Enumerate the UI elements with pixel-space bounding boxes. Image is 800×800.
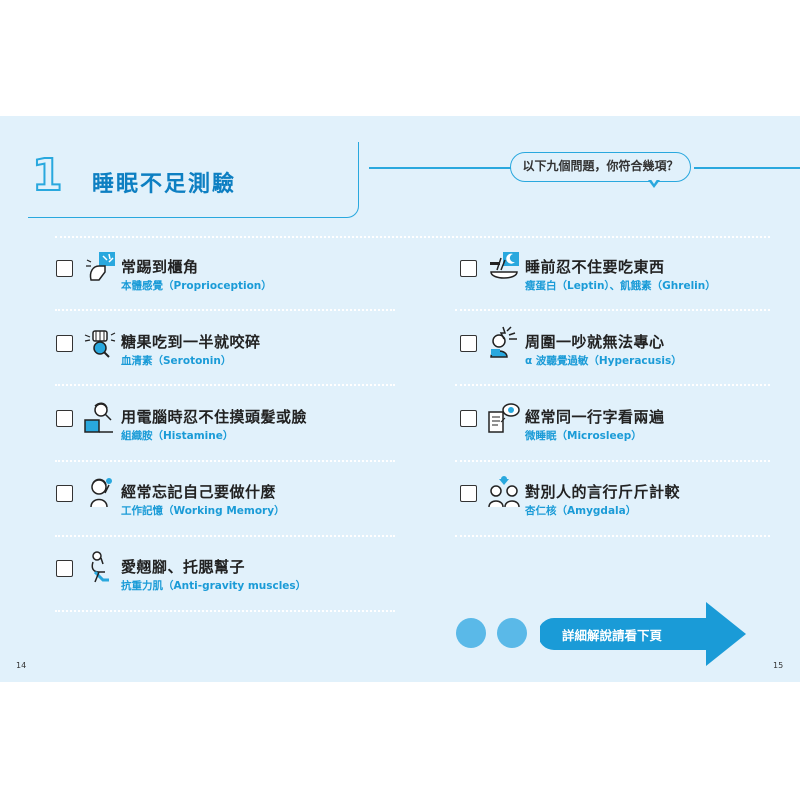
dotted-separator xyxy=(55,309,395,311)
page-title: 睡眠不足測驗 xyxy=(92,172,237,197)
page-number-right: 15 xyxy=(773,661,784,670)
checklist-item: 經常同一行字看兩遍 微睡眠（Microsleep） xyxy=(460,403,780,450)
divider-line xyxy=(369,167,511,169)
item-title: 用電腦時忍不住摸頭髮或臉 xyxy=(121,408,308,426)
checklist-item: 愛翹腳、托腮幫子 抗重力肌（Anti-gravity muscles） xyxy=(56,551,396,600)
crossed-legs-icon xyxy=(91,551,109,583)
toe-stub-icon xyxy=(86,252,115,281)
candy-bite-icon xyxy=(84,330,116,358)
question-bubble: 以下九個問題，你符合幾項？ xyxy=(510,152,691,182)
page-number-left: 14 xyxy=(16,661,27,670)
item-title: 對別人的言行斤斤計較 xyxy=(525,483,681,501)
item-subtitle: 本體感覺（Proprioception） xyxy=(121,280,272,292)
item-title: 常踢到櫃角 xyxy=(121,258,199,276)
forgetful-icon xyxy=(90,478,112,508)
checkbox[interactable] xyxy=(460,410,477,427)
checkbox[interactable] xyxy=(460,260,477,277)
item-subtitle: α 波聽覺過敏（Hyperacusis） xyxy=(525,355,682,367)
title-frame xyxy=(28,142,359,218)
checklist-item: 糖果吃到一半就咬碎 血清素（Serotonin） xyxy=(56,330,396,375)
decorative-dot xyxy=(456,618,486,648)
checklist-item: 經常忘記自己要做什麼 工作記憶（Working Memory） xyxy=(56,478,396,525)
item-subtitle: 工作記憶（Working Memory） xyxy=(121,505,285,517)
checklist-item: 對別人的言行斤斤計較 杏仁核（Amygdala） xyxy=(460,476,780,525)
checklist-item: 用電腦時忍不住摸頭髮或臉 組織胺（Histamine） xyxy=(56,402,396,450)
dotted-separator xyxy=(455,535,770,537)
reading-eye-icon xyxy=(488,403,520,433)
item-subtitle: 組織胺（Histamine） xyxy=(121,430,234,442)
checkbox[interactable] xyxy=(56,485,73,502)
dotted-separator xyxy=(455,384,770,386)
item-title: 經常忘記自己要做什麼 xyxy=(121,483,277,501)
divider-line xyxy=(694,167,800,169)
checklist-item: 睡前忍不住要吃東西 瘦蛋白（Leptin）、飢餓素（Ghrelin） xyxy=(460,252,780,300)
arrow-label: 詳細解說請看下頁 xyxy=(562,628,663,643)
computer-touch-face-icon xyxy=(84,402,113,433)
item-title: 周圍一吵就無法專心 xyxy=(525,333,665,351)
checkbox[interactable] xyxy=(460,485,477,502)
night-eating-icon xyxy=(490,252,519,279)
section-number: 1 xyxy=(31,150,64,201)
book-spread: 1 睡眠不足測驗 以下九個問題，你符合幾項？ 常踢到櫃角 本體感覺（Propri… xyxy=(0,116,800,682)
dotted-separator xyxy=(55,460,395,462)
speech-tail xyxy=(648,178,660,188)
dotted-separator xyxy=(55,384,395,386)
checkbox[interactable] xyxy=(56,335,73,352)
item-subtitle: 杏仁核（Amygdala） xyxy=(525,505,637,517)
item-title: 糖果吃到一半就咬碎 xyxy=(121,333,261,351)
dotted-separator xyxy=(55,236,770,238)
checkbox[interactable] xyxy=(56,410,73,427)
item-subtitle: 血清素（Serotonin） xyxy=(121,355,232,367)
arrow-shape xyxy=(538,602,746,666)
two-people-icon xyxy=(488,476,520,508)
dotted-separator xyxy=(455,460,770,462)
dotted-separator xyxy=(55,535,395,537)
checklist-item: 周圍一吵就無法專心 α 波聽覺過敏（Hyperacusis） xyxy=(460,326,780,375)
checkbox[interactable] xyxy=(56,560,73,577)
item-subtitle: 微睡眠（Microsleep） xyxy=(525,430,642,442)
dotted-separator xyxy=(455,309,770,311)
checklist-item: 常踢到櫃角 本體感覺（Proprioception） xyxy=(56,252,396,300)
dotted-separator xyxy=(55,610,395,612)
item-subtitle: 瘦蛋白（Leptin）、飢餓素（Ghrelin） xyxy=(525,280,716,292)
decorative-dot xyxy=(497,618,527,648)
checkbox[interactable] xyxy=(460,335,477,352)
noise-icon xyxy=(490,326,517,358)
item-title: 睡前忍不住要吃東西 xyxy=(525,258,665,276)
next-page-arrow[interactable]: 詳細解說請看下頁 xyxy=(538,602,748,666)
checkbox[interactable] xyxy=(56,260,73,277)
item-title: 經常同一行字看兩遍 xyxy=(525,408,665,426)
item-subtitle: 抗重力肌（Anti-gravity muscles） xyxy=(121,580,307,592)
item-title: 愛翹腳、托腮幫子 xyxy=(121,558,246,576)
